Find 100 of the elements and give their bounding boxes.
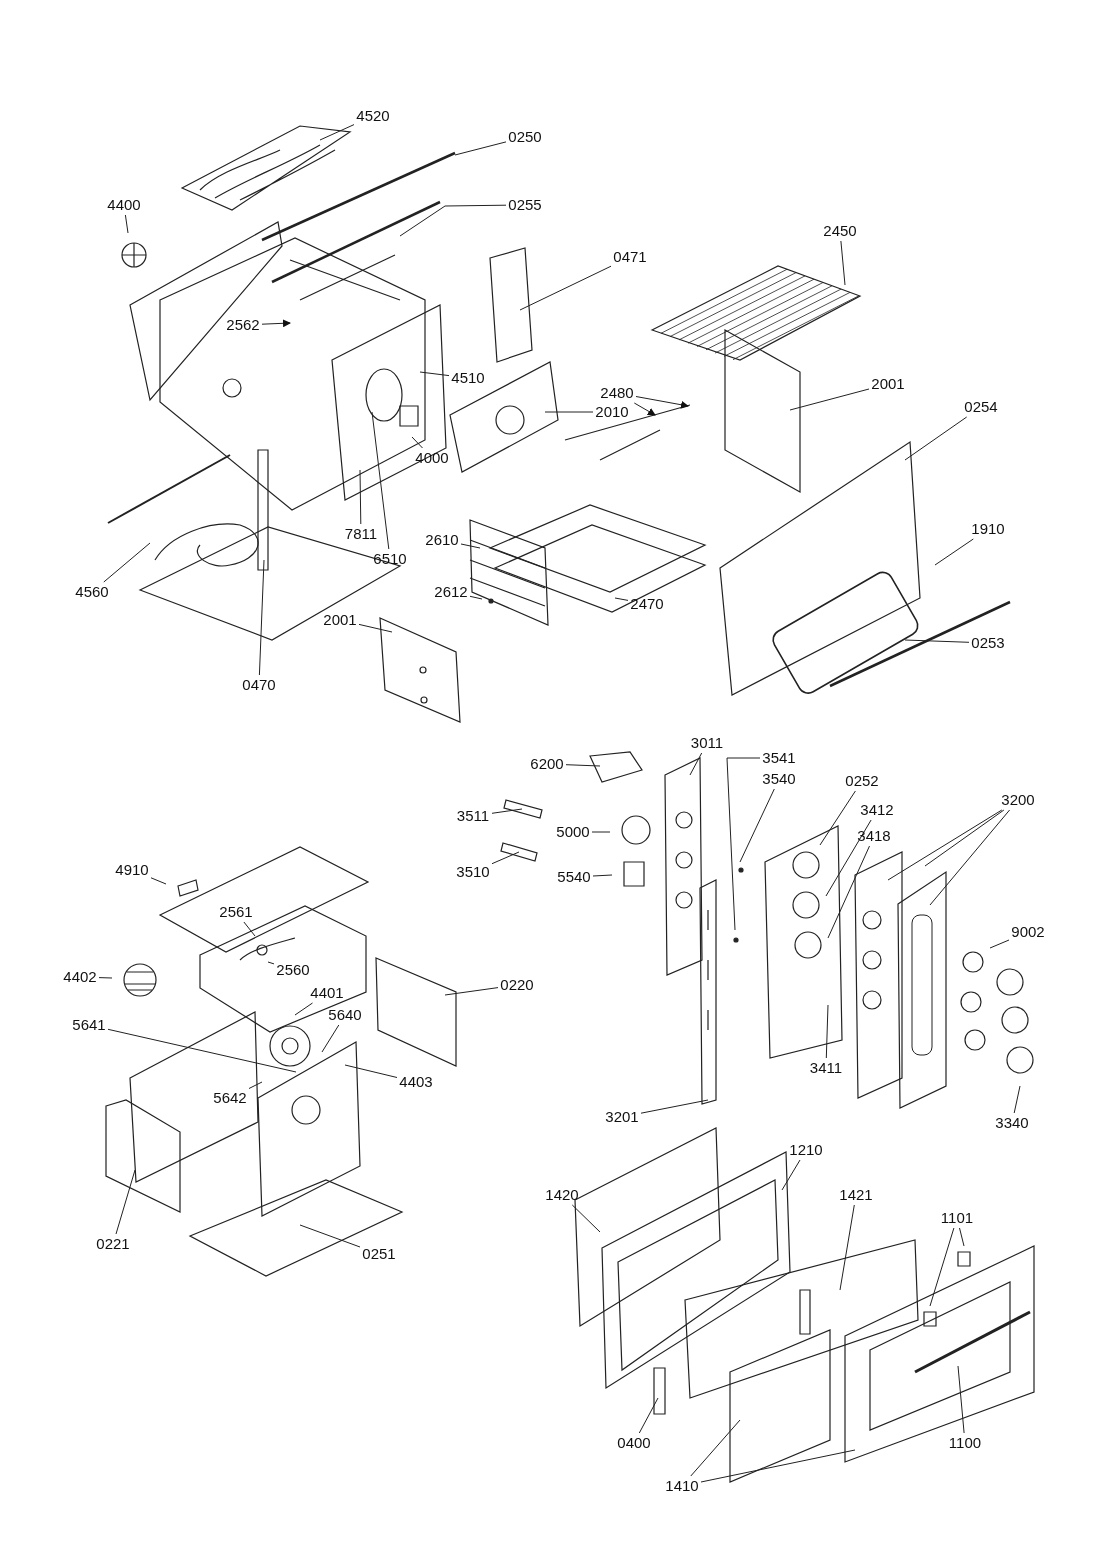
leader-line	[929, 809, 1011, 906]
callout-number: 0251	[362, 1245, 396, 1263]
leader-line	[640, 1099, 709, 1114]
leader-line	[904, 416, 968, 461]
callout-number: 2562	[226, 316, 260, 334]
leader-line	[789, 388, 870, 411]
leader-line	[839, 1204, 855, 1291]
leader-line	[98, 977, 113, 979]
callout-number: 4520	[356, 107, 390, 125]
leader-line	[614, 597, 629, 601]
callout-number: 0254	[964, 398, 998, 416]
callout-number: 1910	[971, 520, 1005, 538]
callout-number: 4910	[115, 861, 149, 879]
leader-line	[371, 411, 390, 550]
callout-number: 7811	[344, 525, 378, 543]
leader-line	[840, 240, 846, 286]
leader-line	[358, 623, 393, 633]
leader-line	[469, 595, 483, 600]
callout-number: 2560	[276, 961, 310, 979]
callout-number: 0221	[96, 1235, 130, 1253]
callout-number: 9002	[1011, 923, 1045, 941]
callout-number: 0253	[971, 634, 1005, 652]
callout-number: 5640	[328, 1006, 362, 1024]
leader-line	[399, 204, 507, 237]
leader-line	[299, 1224, 361, 1248]
callout-number: 0470	[242, 676, 276, 694]
callout-number: 1421	[839, 1186, 873, 1204]
callout-number: 5642	[213, 1089, 247, 1107]
leader-line	[359, 469, 362, 525]
leader-line	[411, 436, 423, 449]
leader-line	[904, 639, 970, 643]
leader-line	[689, 752, 703, 776]
callout-number: 1100	[948, 1434, 982, 1452]
callout-number: 1420	[545, 1186, 579, 1204]
callout-number: 2450	[823, 222, 857, 240]
callout-number: 5540	[557, 868, 591, 886]
callout-number: 2470	[630, 595, 664, 613]
leader-line	[989, 939, 1010, 949]
callout-number: 6200	[530, 755, 564, 773]
leader-line	[929, 1227, 955, 1307]
callout-number: 3540	[762, 770, 796, 788]
callout-number: 3411	[809, 1059, 843, 1077]
leader-line	[103, 542, 151, 583]
callout-number: 3511	[456, 807, 490, 825]
leader-line	[460, 543, 481, 549]
leader-line	[633, 402, 656, 416]
callout-number: 0255	[508, 196, 542, 214]
leader-line	[934, 538, 974, 566]
leader-line	[344, 1064, 398, 1078]
leader-line	[571, 1204, 601, 1233]
leader-line	[115, 1169, 136, 1235]
leader-line	[959, 1227, 965, 1247]
callout-number: 2010	[595, 403, 629, 421]
callout-number: 3200	[1001, 791, 1035, 809]
leader-line	[825, 819, 872, 897]
leader-line	[294, 1002, 313, 1016]
callout-number: 2001	[871, 375, 905, 393]
callout-number: 2001	[323, 611, 357, 629]
callout-number: 3510	[456, 863, 490, 881]
leader-line	[454, 141, 507, 156]
leader-line	[726, 757, 761, 931]
callout-number: 1210	[789, 1141, 823, 1159]
callout-number: 3418	[857, 827, 891, 845]
callout-number: 0250	[508, 128, 542, 146]
callout-number: 2612	[434, 583, 468, 601]
leader-line	[243, 921, 256, 937]
callout-number: 3541	[762, 749, 796, 767]
callout-number: 4400	[107, 196, 141, 214]
leader-line	[321, 1024, 340, 1053]
callout-number: 0220	[500, 976, 534, 994]
callout-number: 2480	[600, 384, 634, 402]
callout-number: 1101	[940, 1209, 974, 1227]
callout-number: 4402	[63, 968, 97, 986]
callout-number: 0471	[613, 248, 647, 266]
leader-line	[248, 1081, 263, 1089]
callout-number: 4560	[75, 583, 109, 601]
callout-number: 0252	[845, 772, 879, 790]
leader-line	[258, 559, 265, 676]
callout-number: 3011	[690, 734, 724, 752]
leader-line	[419, 371, 450, 377]
leader-line	[544, 411, 594, 413]
leader-line	[124, 214, 129, 234]
leader-line	[819, 790, 856, 846]
leader-line	[827, 845, 870, 939]
leader-line	[491, 851, 520, 865]
callout-number: 4510	[451, 369, 485, 387]
leader-line	[592, 874, 613, 877]
leader-line	[107, 1028, 297, 1073]
leader-line	[739, 788, 775, 863]
leader-line	[638, 1397, 659, 1434]
callout-number: 0400	[617, 1434, 651, 1452]
leader-line	[319, 124, 355, 141]
callout-number: 1410	[665, 1477, 699, 1495]
leader-line	[700, 1449, 856, 1483]
leader-line	[565, 764, 601, 767]
leader-line	[887, 809, 1003, 881]
callout-number: 2561	[219, 903, 253, 921]
leader-line	[519, 265, 612, 311]
leader-line	[150, 877, 167, 885]
leader-line	[690, 1419, 741, 1477]
